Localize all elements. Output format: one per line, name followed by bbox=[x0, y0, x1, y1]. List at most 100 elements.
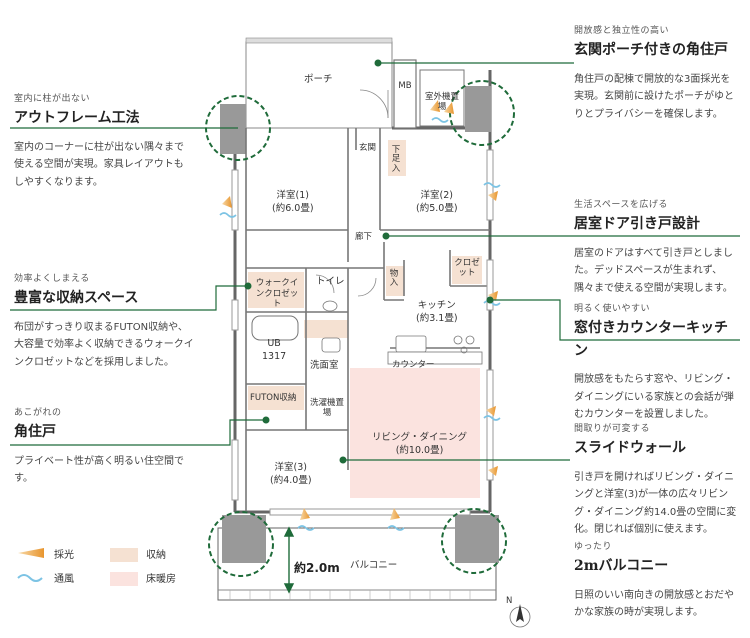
kitchen-sink bbox=[395, 335, 427, 353]
callout-slide-description: 引き戸を開ければリビング・ダイニングと洋室(3)が一体の広々リビング・ダイニング… bbox=[574, 471, 737, 536]
callout-door: 生活スペースを広げる 居室ドア引き戸設計 居室のドアはすべて引き戸としました。デ… bbox=[574, 198, 740, 297]
callout-kitchen: 明るく使いやすい 窓付きカウンターキッチン 開放感をもたらす窓や、リビング・ダイ… bbox=[574, 302, 740, 424]
legend-swatches bbox=[17, 548, 138, 586]
legend-storage: 収納 bbox=[146, 550, 166, 561]
room-washroom: 洗面室 bbox=[310, 360, 339, 371]
room-outdoor-unit: 室外機置場 bbox=[424, 92, 459, 113]
callout-balcony: ゆったり 2mバルコニー 日照のいい南向きの開放感とおだやかな家族の時が実現しま… bbox=[574, 540, 740, 622]
callout-porch-title: 玄関ポーチ付きの角住戸 bbox=[574, 42, 728, 59]
callout-corner-description: プライベート性が高く明るい住空間です。 bbox=[14, 455, 184, 485]
legend-wind: 通風 bbox=[54, 574, 74, 585]
column-topright bbox=[465, 86, 491, 132]
room-western3-name: 洋室(3) bbox=[274, 462, 307, 473]
callout-storage-title: 豊富な収納スペース bbox=[14, 290, 139, 307]
kitchen-counter bbox=[387, 351, 483, 365]
room-western2-name: 洋室(2) bbox=[420, 190, 453, 201]
room-entrance: 玄関 bbox=[359, 143, 377, 153]
callout-frame-description: 室内のコーナーに柱が出ない隅々まで使える空間が実現。家具レイアウトもしやすくなり… bbox=[14, 141, 184, 188]
room-futon: FUTON収納 bbox=[250, 393, 297, 403]
column-bottomright bbox=[455, 515, 499, 563]
room-ub: UB 1317 bbox=[262, 338, 286, 364]
balcony-depth-label: 約2.0m bbox=[294, 561, 340, 575]
north-label: N bbox=[506, 596, 513, 606]
callout-storage-subtitle: 効率よくしまえる bbox=[14, 274, 90, 284]
room-washer: 洗濯機置場 bbox=[309, 398, 344, 419]
callout-storage-description: 布団がすっきり収まるFUTON収納や、大容量で効率よく収納できるウォークインクロ… bbox=[14, 321, 194, 368]
storage-closet bbox=[452, 256, 482, 284]
callout-slide-subtitle: 間取りが可変する bbox=[574, 424, 651, 434]
room-porch: ポーチ bbox=[304, 74, 333, 85]
room-ub-name: UB bbox=[267, 338, 281, 349]
callout-door-subtitle: 生活スペースを広げる bbox=[574, 200, 668, 210]
room-kitchen: キッチン (約3.1畳) bbox=[416, 300, 458, 326]
washbasin bbox=[321, 337, 341, 353]
storage-futon bbox=[248, 386, 304, 410]
room-ub-size: 1317 bbox=[262, 350, 287, 362]
callout-frame-title: アウトフレーム工法 bbox=[14, 110, 140, 127]
callout-kitchen-title: 窓付きカウンターキッチン bbox=[574, 320, 728, 359]
outdoor-unit-space bbox=[419, 69, 465, 127]
room-living-name: リビング・ダイニング bbox=[372, 432, 468, 443]
room-storage: 物入 bbox=[389, 269, 399, 289]
toilet-fixture bbox=[322, 300, 338, 312]
leader-corner bbox=[10, 419, 266, 446]
corner-circle-bottomleft bbox=[208, 511, 274, 577]
room-closet: クロゼット bbox=[454, 258, 480, 279]
leader-kitchen bbox=[490, 299, 740, 341]
callout-kitchen-description: 開放感をもたらす窓や、リビング・ダイニングにいる家族との会話が弾むカウンターを設… bbox=[574, 374, 734, 421]
callout-balcony-title: 2mバルコニー bbox=[574, 558, 669, 575]
room-kitchen-name: キッチン bbox=[417, 300, 456, 311]
room-balcony: バルコニー bbox=[350, 560, 398, 571]
legend-floor-heating: 床暖房 bbox=[146, 574, 176, 585]
callout-slide: 間取りが可変する スライドウォール 引き戸を開ければリビング・ダイニングと洋室(… bbox=[574, 422, 740, 539]
legend-light: 採光 bbox=[54, 550, 74, 561]
callout-porch-subtitle: 開放感と独立性の高い bbox=[574, 26, 670, 36]
room-walkin: ウォークインクロゼット bbox=[255, 278, 299, 310]
room-counter: カウンター bbox=[392, 360, 435, 370]
storage-wash bbox=[304, 320, 348, 338]
callout-corner: あこがれの 角住戸 プライベート性が高く明るい住空間です。 bbox=[14, 406, 194, 488]
callout-balcony-subtitle: ゆったり bbox=[574, 542, 613, 552]
balcony-depth-arrow bbox=[283, 526, 295, 594]
storage-mono bbox=[386, 266, 404, 296]
callout-balcony-description: 日照のいい南向きの開放感とおだやかな家族の時が実現します。 bbox=[574, 589, 734, 619]
callout-corner-title: 角住戸 bbox=[14, 424, 56, 441]
callout-porch-description: 角住戸の配棟で開放的な3面採光を実現。玄関前に設けたポーチがゆとりとプライバシー… bbox=[574, 73, 734, 120]
callout-frame: 室内に柱が出ない アウトフレーム工法 室内のコーナーに柱が出ない隅々まで使える空… bbox=[14, 92, 184, 191]
leader-storage bbox=[10, 285, 248, 311]
room-western2: 洋室(2) (約5.0畳) bbox=[416, 190, 458, 216]
north-arrow-icon bbox=[509, 604, 531, 628]
callout-frame-subtitle: 室内に柱が出ない bbox=[14, 94, 91, 104]
room-living-size: (約10.0畳) bbox=[395, 444, 444, 456]
mb-shaft bbox=[393, 59, 417, 129]
column-topleft bbox=[220, 104, 246, 154]
room-mb: MB bbox=[398, 81, 412, 91]
storage-shoe bbox=[388, 140, 406, 176]
room-kitchen-size: (約3.1畳) bbox=[416, 312, 458, 324]
callout-storage: 効率よくしまえる 豊富な収納スペース 布団がすっきり収まるFUTON収納や、大容… bbox=[14, 272, 194, 371]
floor-heating-zone bbox=[350, 368, 480, 498]
callout-slide-title: スライドウォール bbox=[574, 440, 686, 457]
porch-area bbox=[245, 41, 393, 129]
room-western3: 洋室(3) (約4.0畳) bbox=[270, 462, 312, 488]
callout-porch: 開放感と独立性の高い 玄関ポーチ付きの角住戸 角住戸の配棟で開放的な3面採光を実… bbox=[574, 24, 740, 123]
room-western3-size: (約4.0畳) bbox=[270, 474, 312, 486]
column-bottomleft bbox=[222, 515, 266, 563]
bathtub bbox=[251, 315, 299, 341]
storage-walkin bbox=[248, 272, 304, 308]
callout-corner-subtitle: あこがれの bbox=[14, 408, 62, 418]
callout-kitchen-subtitle: 明るく使いやすい bbox=[574, 304, 651, 314]
room-toilet: トイレ bbox=[316, 276, 345, 287]
room-western1-size: (約6.0畳) bbox=[272, 202, 314, 214]
room-living: リビング・ダイニング (約10.0畳) bbox=[372, 432, 467, 458]
corner-circle-bottomright bbox=[441, 508, 507, 574]
room-western1-name: 洋室(1) bbox=[276, 190, 309, 201]
light-arrow-icons bbox=[222, 100, 498, 520]
stove-burners-icon bbox=[453, 335, 475, 354]
callout-door-description: 居室のドアはすべて引き戸としました。デッドスペースが生まれず、隅々まで使える空間… bbox=[574, 247, 733, 294]
room-western1: 洋室(1) (約6.0畳) bbox=[272, 190, 314, 216]
wind-arrow-icons bbox=[219, 117, 501, 531]
room-shoe: 下足入 bbox=[391, 145, 401, 174]
room-western2-size: (約5.0畳) bbox=[416, 202, 458, 214]
